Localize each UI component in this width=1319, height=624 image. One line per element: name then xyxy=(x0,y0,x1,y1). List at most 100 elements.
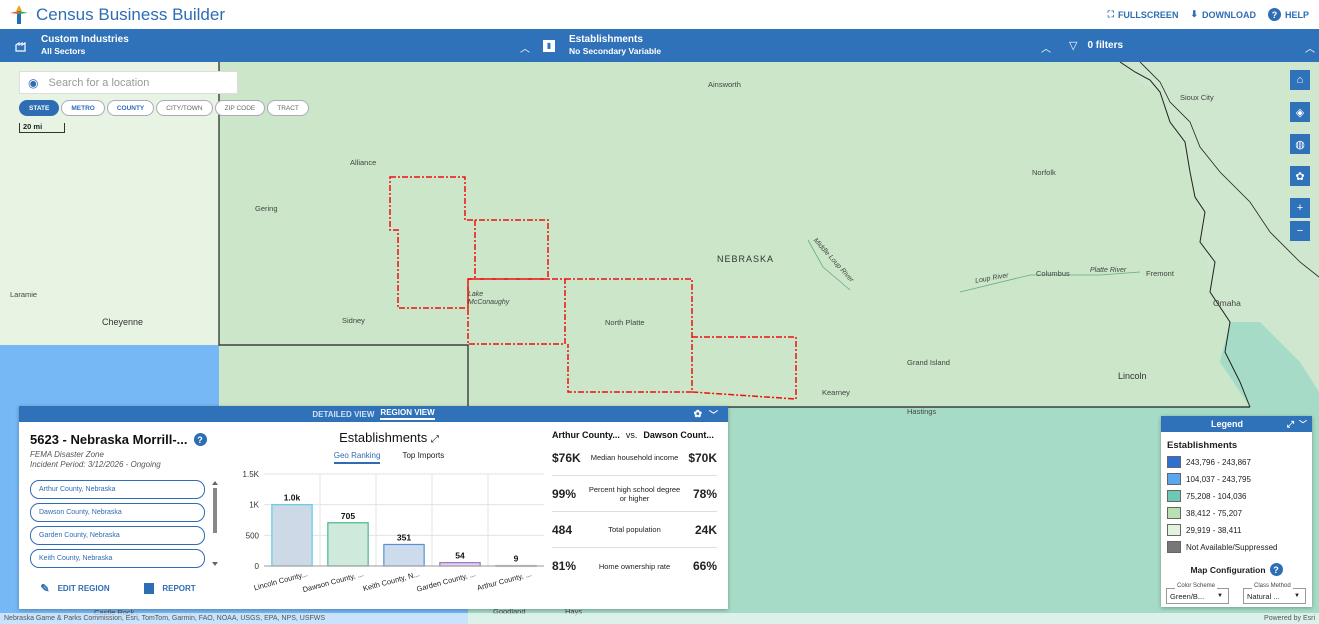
zoom-in-button[interactable]: + xyxy=(1290,198,1310,218)
y-tick-label: 0 xyxy=(255,562,260,571)
chart-section: Establishments ⤢ Geo Ranking Top Imports… xyxy=(229,430,549,605)
home-icon: ⌂ xyxy=(1296,74,1304,86)
legend-item: 104,037 - 243,795 xyxy=(1161,473,1312,485)
geo-level-tabs: STATE METRO COUNTY CITY/TOWN ZIP CODE TR… xyxy=(19,100,309,116)
map-label: Omaha xyxy=(1213,298,1241,308)
home-button[interactable]: ⌂ xyxy=(1290,70,1310,90)
geo-tab-state[interactable]: STATE xyxy=(19,100,60,116)
filters-label: 0 filters xyxy=(1087,39,1124,51)
report-label: REPORT xyxy=(162,583,196,593)
legend-swatch xyxy=(1167,456,1181,468)
map-label: Hastings xyxy=(907,407,937,416)
brand[interactable]: Census Business Builder xyxy=(10,4,225,25)
chart-icon: ▮ xyxy=(543,39,555,52)
map-attribution: Nebraska Game & Parks Commission, Esri, … xyxy=(0,613,1319,624)
chevron-down-icon[interactable]: ﹀ xyxy=(1299,419,1307,429)
compare-value-b: 24K xyxy=(694,522,717,537)
legend-label: 104,037 - 243,795 xyxy=(1186,474,1251,484)
industry-title: Custom Industries xyxy=(41,34,129,45)
map-label: Alliance xyxy=(350,158,377,167)
caret-down-icon: ▼ xyxy=(1217,593,1223,599)
industry-icon xyxy=(15,41,26,52)
map-label: NEBRASKA xyxy=(717,254,775,264)
chevron-up-icon[interactable]: ︿ xyxy=(520,44,530,55)
compare-label: Percent high school degree or higher xyxy=(588,484,681,503)
list-item[interactable]: Garden County, Nebraska xyxy=(30,526,205,545)
tab-detailed-view[interactable]: DETAILED VIEW xyxy=(312,409,375,419)
color-scheme-select[interactable]: Color Scheme Green/B... ▼ xyxy=(1166,583,1229,604)
legend-label: Not Available/Suppressed xyxy=(1186,542,1278,552)
compare-value-b: 66% xyxy=(692,559,717,573)
layers-icon: ◈ xyxy=(1295,106,1305,119)
fullscreen-button[interactable]: ⛶ FULLSCREEN xyxy=(1108,9,1179,20)
filters-selector[interactable]: ▽ 0 filters ︿ xyxy=(1057,29,1319,62)
compare-vs: vs. xyxy=(625,430,638,440)
map-label: Gering xyxy=(255,204,278,213)
x-tick-label: Keith County, N... xyxy=(362,569,421,593)
expand-icon[interactable]: ⤢ xyxy=(430,434,439,445)
legend-item: 38,412 - 75,207 xyxy=(1161,507,1312,519)
fullscreen-icon: ⛶ xyxy=(1107,9,1114,19)
settings-button[interactable]: ✿ xyxy=(1290,166,1310,186)
geo-tab-metro[interactable]: METRO xyxy=(61,100,105,116)
geo-tab-zip[interactable]: ZIP CODE xyxy=(214,100,266,116)
tab-region-view[interactable]: REGION VIEW xyxy=(380,408,435,420)
help-button[interactable]: ? HELP xyxy=(1267,8,1309,21)
compare-a[interactable]: Arthur County... xyxy=(552,430,620,440)
list-item[interactable]: Keith County, Nebraska xyxy=(30,549,205,568)
download-button[interactable]: ⬇ DOWNLOAD xyxy=(1190,9,1256,20)
legend-items: 243,796 - 243,867 104,037 - 243,795 75,208… xyxy=(1161,456,1312,553)
locate-icon[interactable]: ◉ xyxy=(28,75,39,90)
class-method-select[interactable]: Class Method Natural ... ▼ xyxy=(1243,583,1306,604)
download-label: DOWNLOAD xyxy=(1201,9,1256,20)
x-tick-label: Dawson County, ... xyxy=(302,569,365,594)
search-input[interactable]: Search for a location xyxy=(48,76,150,89)
map-label: Hays xyxy=(565,607,583,616)
legend-panel: Legend ⤢ ﹀ Establishments 243,796 - 243,… xyxy=(1161,416,1312,607)
chevron-up-icon[interactable]: ︿ xyxy=(1305,44,1315,55)
map-config-help-icon[interactable]: ? xyxy=(1269,563,1283,576)
geo-tab-county[interactable]: COUNTY xyxy=(106,100,155,116)
basemap-button[interactable]: ◍ xyxy=(1290,134,1310,154)
panel-chevron-down-icon[interactable]: ﹀ xyxy=(708,409,718,420)
edit-region-button[interactable]: ✎ EDIT REGION xyxy=(30,579,120,597)
compare-b[interactable]: Dawson Count... xyxy=(643,430,714,440)
list-item[interactable]: Dawson County, Nebraska xyxy=(30,503,205,522)
map-label: Castle Rock xyxy=(94,608,134,617)
map-label: Platte River xyxy=(1090,267,1127,274)
layers-button[interactable]: ◈ xyxy=(1290,102,1310,122)
region-title: 5623 - Nebraska Morrill-... xyxy=(30,432,188,447)
map-canvas xyxy=(0,62,1319,624)
compare-row: 99% Percent high school degree or higher… xyxy=(552,476,717,512)
measure-title: Establishments xyxy=(569,34,643,45)
zoom-out-button[interactable]: − xyxy=(1290,221,1310,241)
compare-row: 81% Home ownership rate 66% xyxy=(552,548,717,584)
compare-label: Home ownership rate xyxy=(598,561,671,571)
map-region-nebraska xyxy=(219,62,1250,407)
map-label: Kearney xyxy=(822,388,850,397)
tab-top-imports[interactable]: Top Imports xyxy=(402,451,445,460)
geo-tab-city[interactable]: CITY/TOWN xyxy=(156,100,213,116)
list-item[interactable]: Arthur County, Nebraska xyxy=(30,480,205,499)
geo-tab-tract[interactable]: TRACT xyxy=(267,100,309,116)
panel-gear-icon[interactable]: ✿ xyxy=(693,408,702,420)
search-box[interactable]: ◉ Search for a location xyxy=(19,71,238,94)
legend-item: 243,796 - 243,867 xyxy=(1161,456,1312,468)
map-label: Fremont xyxy=(1146,269,1174,278)
industry-selector[interactable]: Custom Industries All Sectors ︿ xyxy=(0,29,536,62)
legend-label: 29,919 - 38,411 xyxy=(1186,525,1242,535)
x-tick-label: Arthur County, ... xyxy=(476,569,533,592)
data-label: 705 xyxy=(341,511,355,521)
chevron-up-icon[interactable]: ︿ xyxy=(1041,44,1051,55)
edit-region-label: EDIT REGION xyxy=(57,583,110,593)
region-list-scrollbar[interactable] xyxy=(212,480,218,567)
expand-icon[interactable]: ⤢ xyxy=(1286,418,1294,429)
tab-geo-ranking[interactable]: Geo Ranking xyxy=(333,451,381,464)
pencil-icon: ✎ xyxy=(40,582,50,595)
legend-label: 75,208 - 104,036 xyxy=(1186,491,1247,501)
measure-selector[interactable]: ▮ Establishments No Secondary Variable ︿ xyxy=(536,29,1057,62)
report-button[interactable]: REPORT xyxy=(134,579,206,597)
powered-by-link[interactable]: Powered by Esri xyxy=(1264,615,1315,622)
map-config-label: Map Configuration xyxy=(1190,564,1266,575)
region-help-icon[interactable]: ? xyxy=(193,433,207,446)
